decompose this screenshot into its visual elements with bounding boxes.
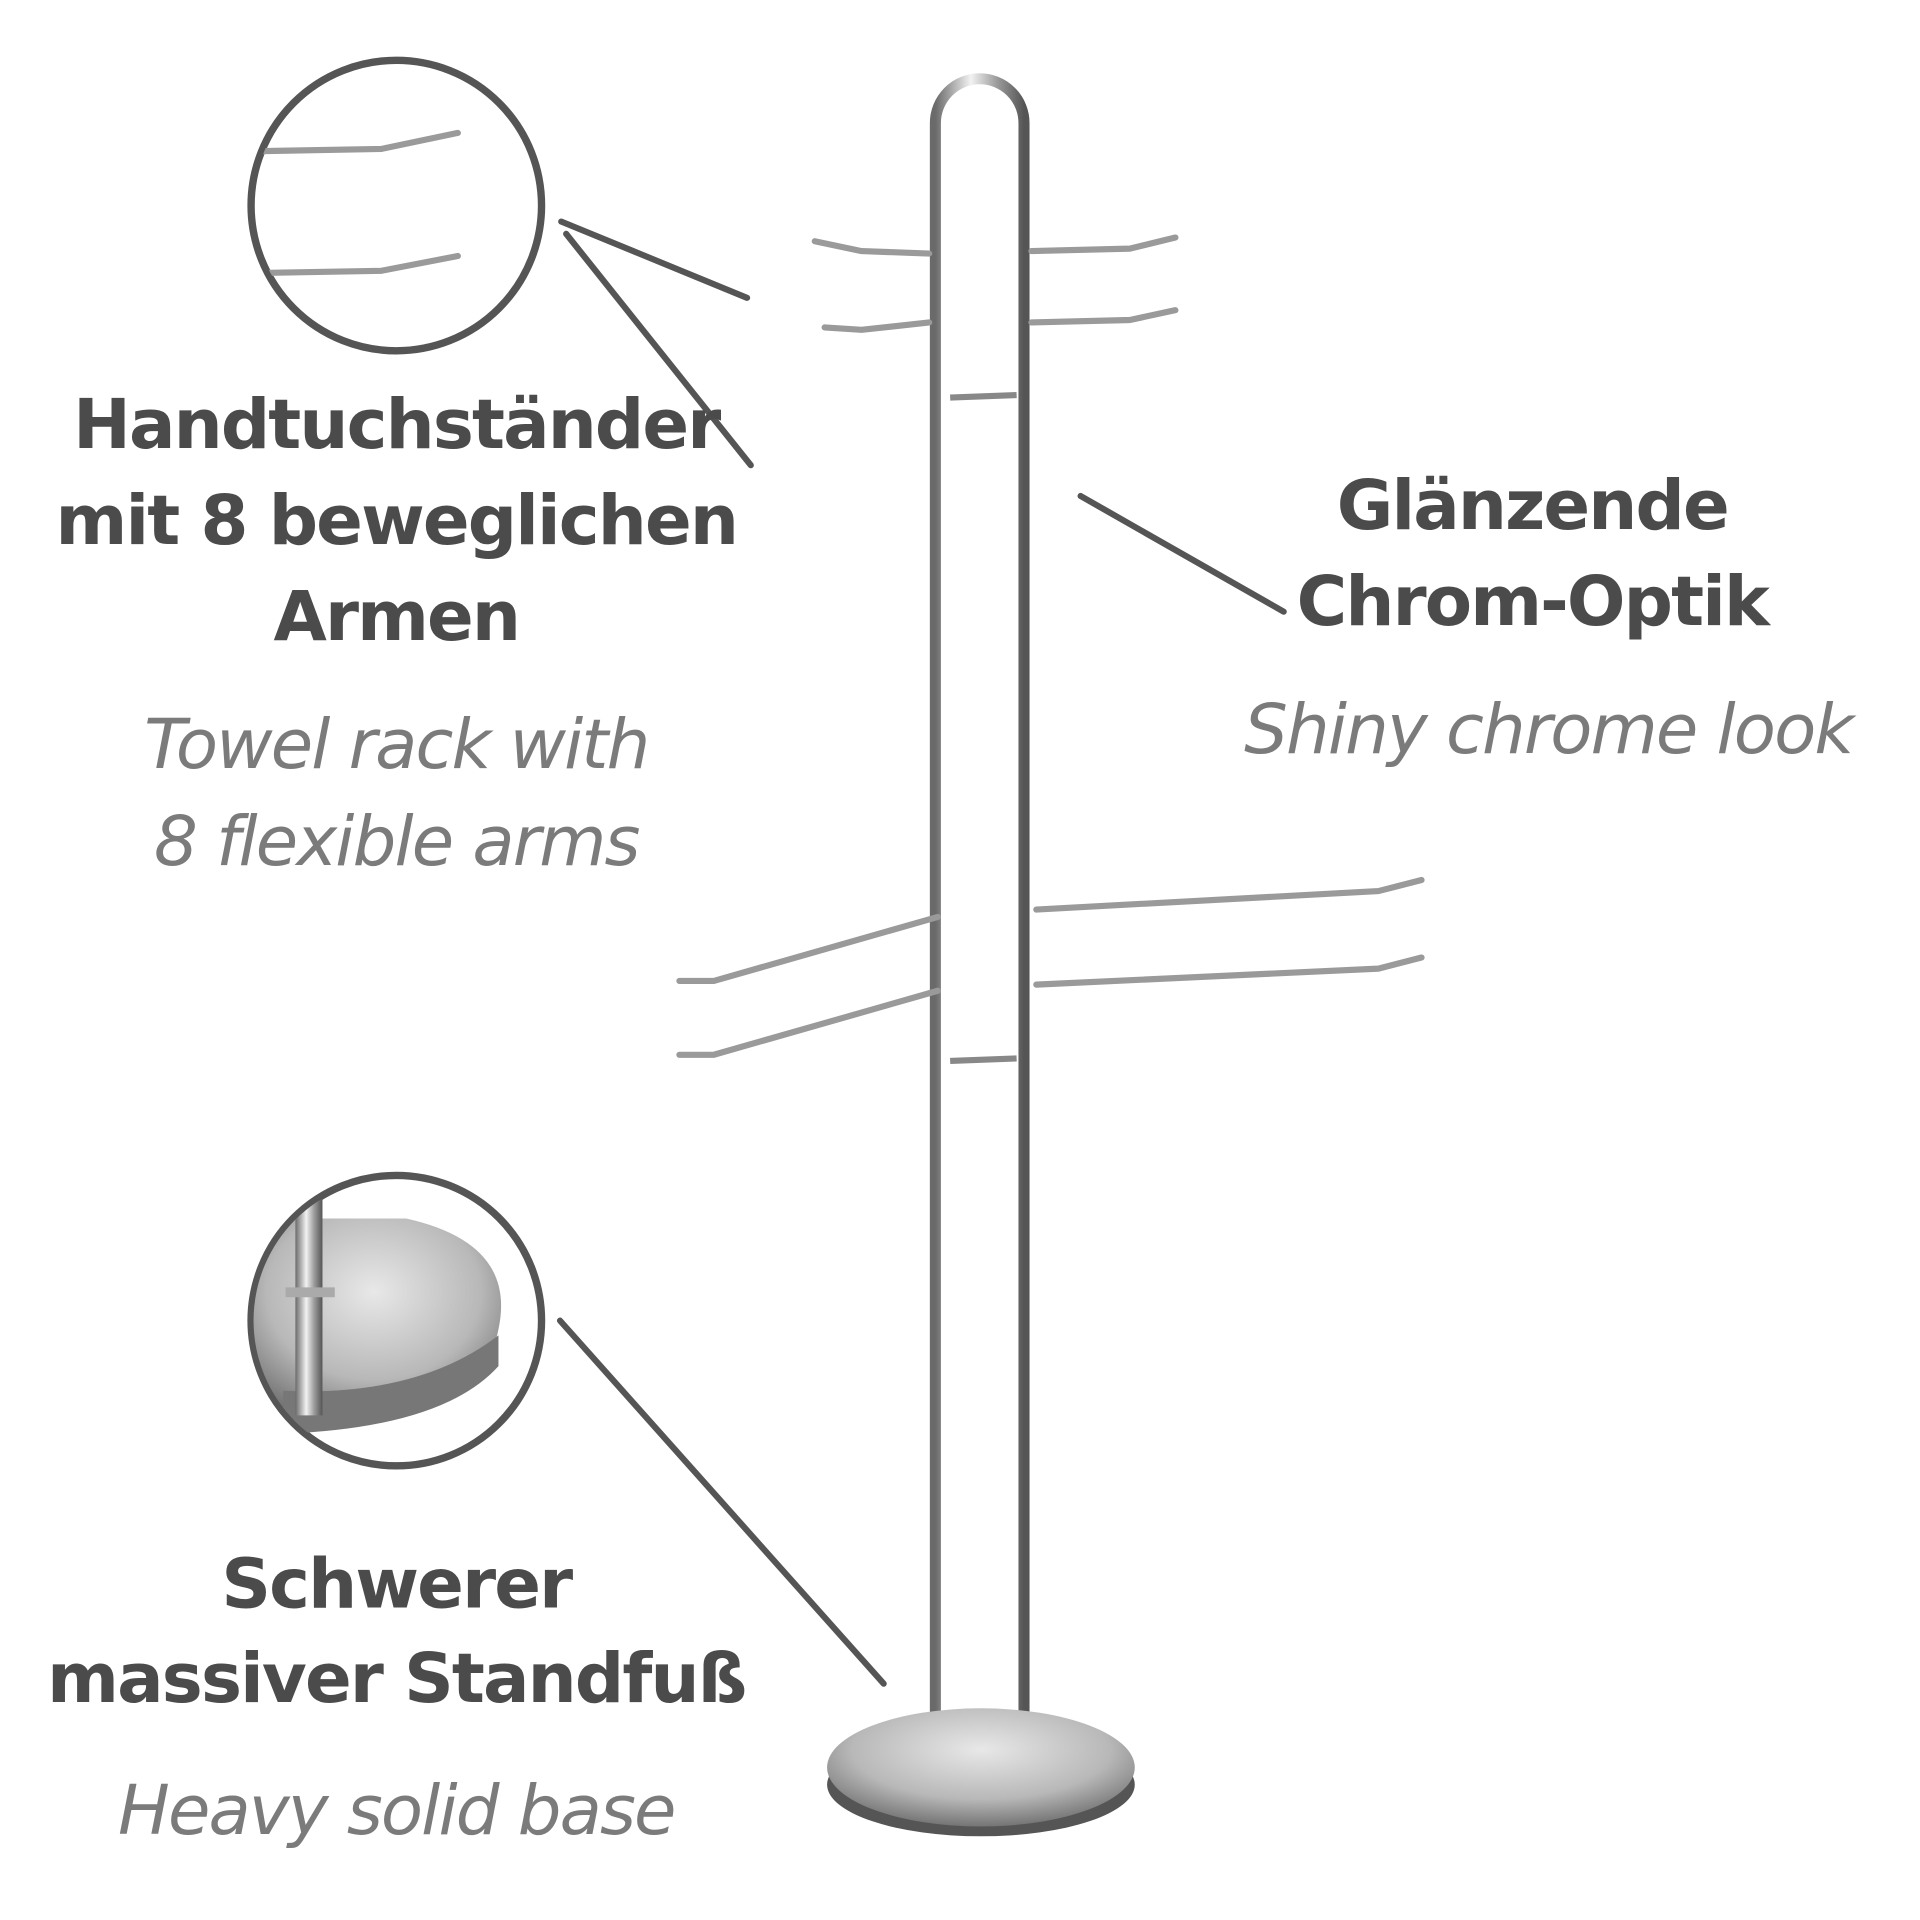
chrome-subtitle: Shiny chrome look: [1244, 690, 1857, 770]
leader-line: [558, 218, 751, 301]
arms-heading-line2: mit 8 beweglichen: [56, 481, 738, 561]
chrome-heading-line2: Chrom-Optik: [1297, 562, 1772, 642]
arms-subtitle-line1: Towel rack with: [144, 705, 648, 785]
arms-callout: Handtuchständer mit 8 beweglichen Armen …: [56, 385, 739, 882]
chrome-callout: Glänzende Chrom-Optik Shiny chrome look: [1244, 466, 1859, 770]
base-heading-line2: massiver Standfuß: [47, 1639, 745, 1719]
arms-subtitle-line2: 8 flexible arms: [154, 802, 639, 882]
base-detail-circle: [247, 1171, 546, 1470]
base-subtitle: Heavy solid base: [118, 1771, 675, 1851]
leader-line: [1077, 492, 1287, 615]
base-heading-line1: Schwerer: [221, 1544, 573, 1624]
arms-detail-circle: [247, 56, 546, 355]
chrome-heading-line1: Glänzende: [1337, 466, 1728, 546]
base-callout: Schwerer massiver Standfuß Heavy solid b…: [47, 1544, 747, 1851]
arms-heading-line1: Handtuchständer: [73, 385, 721, 465]
leader-line: [556, 1317, 887, 1687]
towel-stand-image: [676, 73, 1425, 1837]
arms-heading-line3: Armen: [273, 577, 519, 657]
leader-line: [563, 230, 754, 469]
